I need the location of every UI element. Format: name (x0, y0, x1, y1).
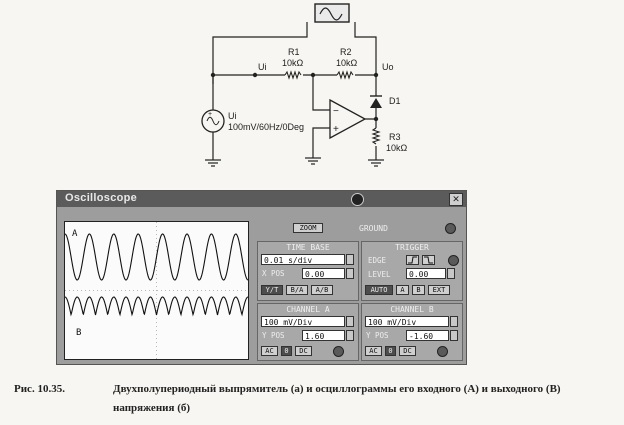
channel-b-terminal[interactable] (437, 346, 448, 357)
op-amp: − + (329, 98, 367, 140)
timebase-panel: TIME BASE 0.01 s/div X POS 0.00 Y/T B/A … (257, 241, 359, 301)
close-button[interactable]: ✕ (449, 193, 463, 206)
channel-b-ypos-spinner[interactable] (450, 330, 458, 341)
source-value: 100mV/60Hz/0Deg (228, 122, 304, 132)
timebase-spinner[interactable] (346, 254, 354, 265)
d1-diode (370, 93, 382, 108)
timebase-field[interactable]: 0.01 s/div (261, 254, 345, 265)
trigger-title: TRIGGER (395, 243, 429, 252)
oscilloscope-window: Oscilloscope ✕ A B ZOOM GROUND TIME BASE… (56, 190, 467, 365)
ground-symbols (205, 157, 384, 167)
trigger-ext-terminal[interactable] (448, 255, 459, 266)
scope-screen: A B (64, 221, 249, 360)
channel-a-scale-spinner[interactable] (346, 316, 354, 327)
channel-a-ac-button[interactable]: AC (261, 346, 278, 356)
svg-text:+: + (333, 124, 339, 135)
trace-b-label: B (76, 328, 81, 338)
r1-name: R1 (288, 47, 300, 57)
level-spinner[interactable] (447, 268, 455, 279)
ac-source: + (201, 109, 225, 133)
ground-label: GROUND (359, 224, 388, 233)
r1-resistor (284, 70, 302, 80)
window-title: Oscilloscope (65, 192, 138, 204)
caption-text: Двухполупериодный выпрямитель (а) и осци… (113, 383, 561, 414)
level-field[interactable]: 0.00 (406, 268, 446, 279)
help-icon[interactable] (351, 193, 364, 206)
channel-a-terminal[interactable] (333, 346, 344, 357)
uo-node-label: Uo (382, 62, 394, 72)
channel-b-zero-button[interactable]: 0 (385, 346, 396, 356)
xpos-spinner[interactable] (346, 268, 354, 279)
r2-resistor (336, 70, 354, 80)
trace-b-waveform (64, 296, 249, 317)
r2-value: 10kΩ (336, 58, 358, 68)
channel-b-dc-button[interactable]: DC (399, 346, 416, 356)
trigger-ext-button[interactable]: EXT (428, 285, 450, 295)
mode-ba-button[interactable]: B/A (286, 285, 308, 295)
channel-b-title: CHANNEL B (390, 305, 434, 314)
channel-a-title: CHANNEL A (286, 305, 330, 314)
level-label: LEVEL (368, 270, 391, 279)
edge-rising-button[interactable] (406, 255, 419, 265)
xpos-label: X POS (262, 269, 285, 278)
timebase-title: TIME BASE (286, 243, 330, 252)
channel-b-scale-field[interactable]: 100 mV/Div (365, 316, 449, 327)
trigger-auto-button[interactable]: AUTO (365, 285, 393, 295)
svg-text:−: − (333, 106, 339, 117)
trace-a-label: A (72, 229, 78, 239)
r3-name: R3 (389, 132, 401, 142)
rising-edge-icon (408, 256, 417, 264)
caption-number: Рис. 10.35. (14, 383, 65, 395)
ui-node-label: Ui (258, 62, 267, 72)
channel-a-ypos-spinner[interactable] (346, 330, 354, 341)
r1-value: 10kΩ (282, 58, 304, 68)
zoom-button[interactable]: ZOOM (293, 223, 323, 233)
trigger-a-button[interactable]: A (396, 285, 409, 295)
title-bar[interactable]: Oscilloscope ✕ (57, 191, 466, 207)
channel-a-panel: CHANNEL A 100 mV/Div Y POS 1.60 AC 0 DC (257, 303, 359, 361)
mode-yt-button[interactable]: Y/T (261, 285, 283, 295)
r2-name: R2 (340, 47, 352, 57)
trigger-b-button[interactable]: B (412, 285, 425, 295)
r3-resistor (371, 127, 381, 145)
mode-ab-button[interactable]: A/B (311, 285, 333, 295)
channel-a-zero-button[interactable]: 0 (281, 346, 292, 356)
channel-b-scale-spinner[interactable] (450, 316, 458, 327)
xpos-field[interactable]: 0.00 (302, 268, 345, 279)
svg-text:+: + (208, 111, 212, 118)
r3-value: 10kΩ (386, 143, 408, 153)
ground-terminal[interactable] (445, 223, 456, 234)
channel-b-ac-button[interactable]: AC (365, 346, 382, 356)
channel-a-scale-field[interactable]: 100 mV/Div (261, 316, 345, 327)
channel-b-panel: CHANNEL B 100 mV/Div Y POS -1.60 AC 0 DC (361, 303, 463, 361)
channel-a-ypos-field[interactable]: 1.60 (302, 330, 345, 341)
scope-display: A B (64, 222, 249, 359)
channel-a-ypos-label: Y POS (262, 331, 285, 340)
falling-edge-icon (424, 256, 433, 264)
scope-icon[interactable] (314, 3, 350, 23)
trace-a-waveform (64, 233, 249, 281)
rectifier-schematic: − + + R1 10kΩ R2 10kΩ R3 10kΩ D1 Ui Uo U… (201, 3, 408, 167)
source-name: Ui (228, 111, 237, 121)
d1-name: D1 (389, 96, 401, 106)
trigger-panel: TRIGGER EDGE LEVEL 0.00 AUTO A B EXT (361, 241, 463, 301)
channel-b-ypos-field[interactable]: -1.60 (406, 330, 449, 341)
edge-falling-button[interactable] (422, 255, 435, 265)
channel-a-dc-button[interactable]: DC (295, 346, 312, 356)
channel-b-ypos-label: Y POS (366, 331, 389, 340)
edge-label: EDGE (368, 256, 387, 265)
